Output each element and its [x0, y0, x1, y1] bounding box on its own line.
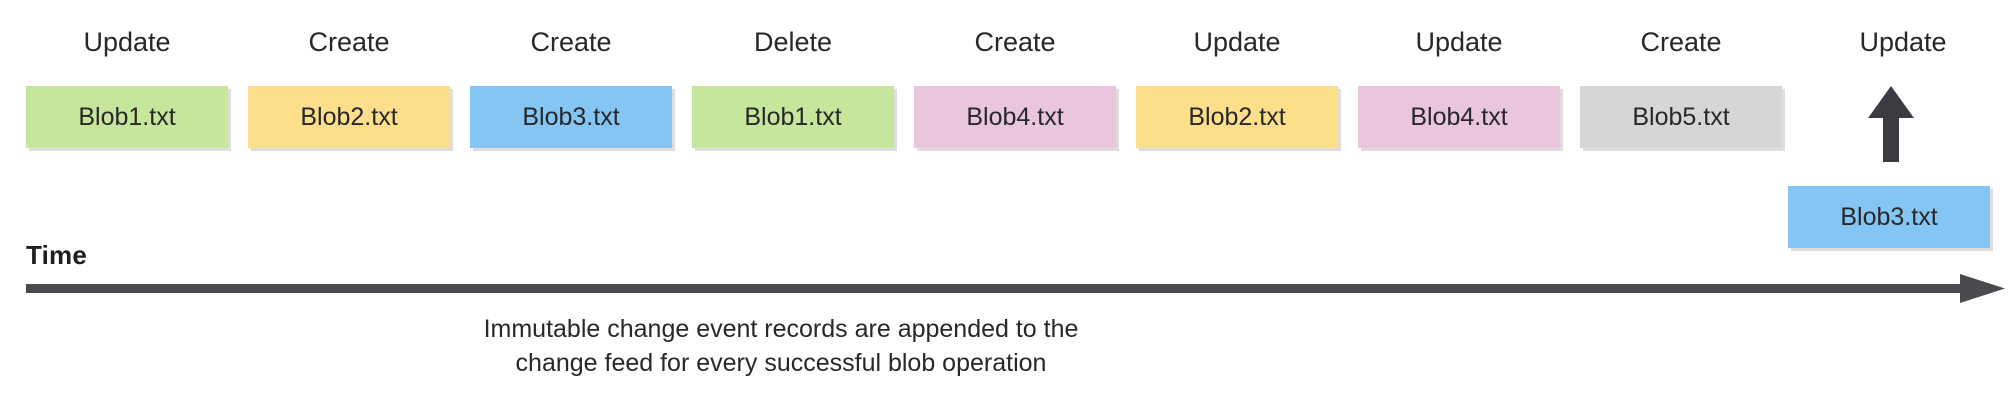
event-operation-label-6: Update: [1193, 27, 1281, 57]
diagram-caption: Immutable change event records are appen…: [0, 312, 1562, 380]
event-operation-label-1: Update: [83, 27, 171, 57]
caption-line-1: Immutable change event records are appen…: [483, 315, 1079, 343]
event-box-5: Blob4.txt: [914, 86, 1116, 148]
event-box-8: Blob5.txt: [1580, 86, 1782, 148]
append-arrow-icon: [1856, 66, 1926, 166]
event-box-4: Blob1.txt: [692, 86, 894, 148]
event-operation-label-2: Create: [308, 27, 390, 57]
time-axis-label: Time: [26, 240, 88, 270]
time-axis-arrow-icon: [20, 272, 2010, 308]
event-operation-label-8: Create: [1640, 27, 1722, 57]
pending-event-box: Blob3.txt: [1788, 186, 1990, 248]
event-box-7: Blob4.txt: [1358, 86, 1560, 148]
caption-line-2: change feed for every successful blob op…: [515, 349, 1047, 377]
event-operation-label-3: Create: [530, 27, 612, 57]
event-box-6: Blob2.txt: [1136, 86, 1338, 148]
event-operation-label-4: Delete: [753, 27, 833, 57]
event-operation-label-7: Update: [1415, 27, 1503, 57]
event-box-1: Blob1.txt: [26, 86, 228, 148]
event-operation-label-5: Create: [974, 27, 1056, 57]
pending-operation-label: Update: [1859, 27, 1947, 57]
event-box-2: Blob2.txt: [248, 86, 450, 148]
event-box-3: Blob3.txt: [470, 86, 672, 148]
